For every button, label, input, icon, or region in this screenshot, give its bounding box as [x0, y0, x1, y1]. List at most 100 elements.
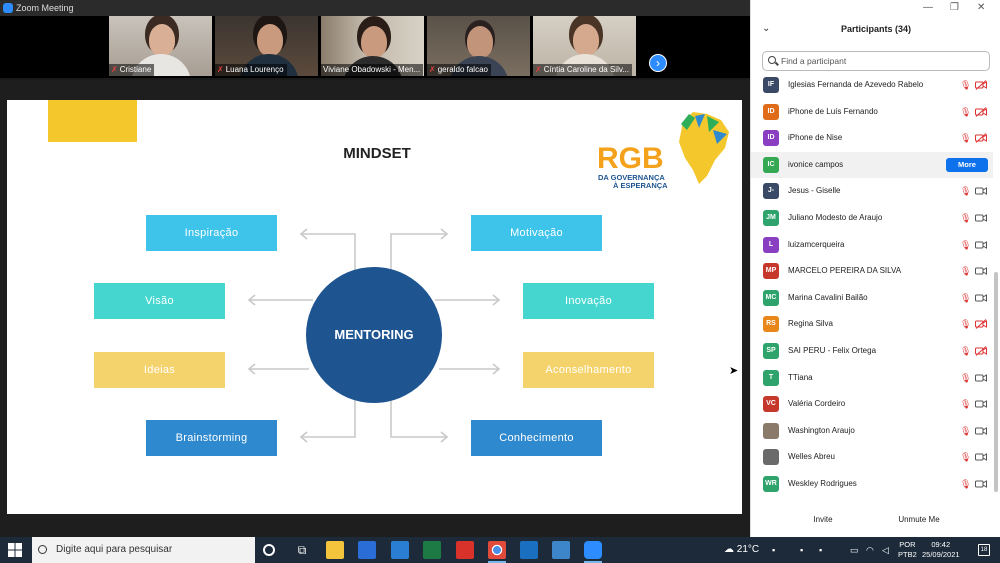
collapse-chevron-icon[interactable]: ⌄: [762, 23, 771, 34]
battery-icon[interactable]: ▭: [850, 545, 859, 555]
video-off-icon[interactable]: [975, 319, 987, 330]
file-explorer-icon[interactable]: [326, 541, 344, 559]
video-off-icon[interactable]: [975, 346, 987, 356]
video-tile[interactable]: ✗Luana Lourenço: [215, 16, 318, 76]
participant-row[interactable]: J-Jesus - Giselle🎙︎: [751, 178, 993, 204]
muted-mic-icon[interactable]: 🎙︎: [960, 213, 972, 223]
video-on-icon[interactable]: [975, 373, 987, 383]
video-tile[interactable]: ✗Cíntia Caroline da Silv...: [533, 16, 636, 76]
task-view-icon[interactable]: ⧉: [297, 543, 307, 557]
unmute-me-button[interactable]: Unmute Me: [898, 515, 940, 524]
muted-mic-icon[interactable]: 🎙︎: [960, 346, 972, 356]
excel-icon[interactable]: [423, 541, 441, 559]
participant-avatar: MC: [763, 289, 779, 306]
muted-mic-icon[interactable]: 🎙︎: [960, 372, 972, 383]
muted-mic-icon[interactable]: 🎙︎: [960, 186, 972, 197]
box-inovacao: Inovação: [523, 283, 654, 319]
muted-mic-icon[interactable]: 🎙︎: [960, 319, 972, 330]
next-videos-button[interactable]: ›: [649, 54, 667, 72]
video-on-icon[interactable]: [975, 479, 987, 489]
video-on-icon[interactable]: [975, 399, 987, 409]
taskbar-search-box[interactable]: Digite aqui para pesquisar: [32, 537, 255, 563]
video-on-icon[interactable]: [975, 452, 987, 462]
muted-mic-icon[interactable]: 🎙︎: [960, 266, 972, 277]
video-on-icon[interactable]: [975, 293, 987, 303]
participant-search-input[interactable]: Find a participant: [762, 51, 990, 71]
video-on-icon[interactable]: [975, 426, 987, 436]
video-off-icon[interactable]: [975, 80, 987, 90]
muted-mic-icon[interactable]: 🎙︎: [960, 80, 972, 90]
minimize-icon[interactable]: —: [923, 2, 933, 13]
wifi-icon[interactable]: ◠: [866, 545, 874, 555]
outlook-icon[interactable]: [520, 541, 538, 559]
video-on-icon[interactable]: [975, 240, 987, 250]
close-icon[interactable]: ✕: [977, 2, 986, 13]
participants-panel: — ❐ ✕ ⌄ Participants (34) Find a partici…: [750, 0, 1000, 537]
participants-title: Participants (34): [840, 24, 912, 34]
video-on-icon[interactable]: [975, 266, 987, 276]
muted-mic-icon[interactable]: 🎙︎: [960, 292, 972, 303]
photos-icon[interactable]: [552, 541, 570, 559]
maximize-icon[interactable]: ❐: [950, 2, 959, 13]
weather-widget[interactable]: ☁ 21°C: [724, 537, 759, 563]
video-tile-active-speaker[interactable]: Viviane Obadowski - Men...: [321, 16, 424, 76]
muted-mic-icon[interactable]: 🎙︎: [960, 425, 972, 436]
zoom-app-icon[interactable]: [584, 541, 602, 563]
muted-mic-icon: ✗: [429, 65, 436, 74]
zoom-meeting-window: Zoom Meeting ✗Cristiane ✗Luana Lourenço …: [0, 0, 750, 537]
muted-mic-icon[interactable]: 🎙︎: [960, 239, 972, 250]
box-motivacao: Motivação: [471, 215, 602, 251]
volume-icon[interactable]: ◁: [882, 545, 889, 555]
video-off-icon[interactable]: [975, 133, 987, 144]
muted-mic-icon[interactable]: 🎙︎: [960, 399, 972, 410]
cortana-icon[interactable]: [263, 544, 275, 556]
mail-icon[interactable]: [391, 541, 409, 559]
video-off-icon[interactable]: [975, 106, 987, 117]
video-on-icon[interactable]: [975, 186, 987, 196]
tray-app-icon[interactable]: ▪: [819, 545, 823, 555]
more-button[interactable]: More: [946, 157, 988, 172]
participant-row[interactable]: Washington Araujo🎙︎: [751, 418, 993, 444]
store-icon[interactable]: [358, 541, 376, 559]
participant-name: Juliano Modesto de Araujo: [788, 213, 883, 222]
participant-name: SAI PERU - Felix Ortega: [788, 346, 877, 355]
notification-count: 18: [980, 547, 988, 553]
muted-mic-icon[interactable]: 🎙︎: [960, 479, 972, 489]
notifications-icon[interactable]: 18: [978, 544, 990, 556]
acrobat-icon[interactable]: [456, 541, 474, 559]
search-icon: [38, 545, 47, 554]
participant-row[interactable]: Welles Abreu🎙︎: [751, 444, 993, 470]
muted-mic-icon[interactable]: 🎙︎: [960, 133, 972, 144]
participant-avatar: IC: [763, 156, 779, 173]
muted-mic-icon[interactable]: 🎙︎: [960, 106, 972, 117]
video-tile[interactable]: ✗geraldo falcao: [427, 16, 530, 76]
invite-button[interactable]: Invite: [813, 515, 833, 524]
windows-start-icon[interactable]: [8, 543, 22, 557]
participant-name: iPhone de Nise: [788, 133, 843, 143]
box-aconselhamento: Aconselhamento: [523, 352, 654, 388]
tray-app-icon[interactable]: ▪: [772, 545, 776, 555]
muted-mic-icon[interactable]: 🎙︎: [960, 452, 972, 463]
tray-app-icon[interactable]: ▪: [800, 545, 804, 555]
tile-name-label: ✗Cristiane: [109, 64, 155, 76]
chrome-icon[interactable]: [488, 541, 506, 563]
video-on-icon[interactable]: [975, 213, 987, 223]
video-tile[interactable]: ✗Cristiane: [109, 16, 212, 76]
participant-list-scrollbar[interactable]: [994, 72, 999, 499]
